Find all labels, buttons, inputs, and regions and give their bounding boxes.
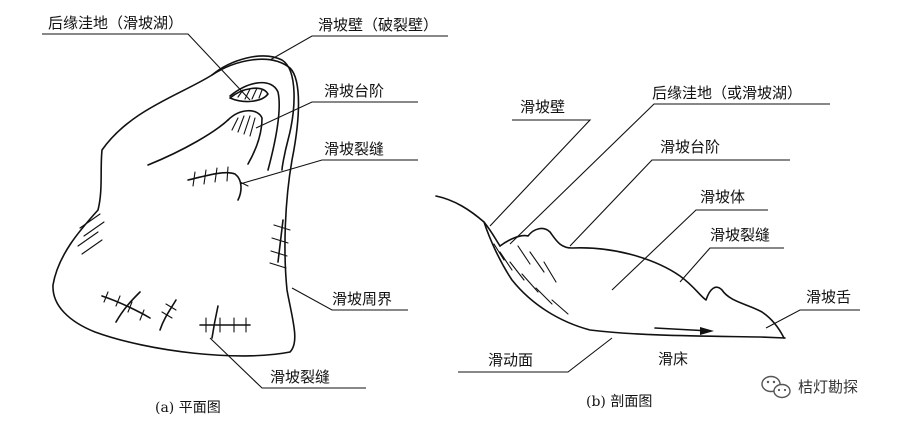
plan-inner-scarp bbox=[229, 81, 281, 171]
label-plan-boundary: 滑坡周界 bbox=[332, 290, 392, 308]
label-plan-crack-upper: 滑坡裂缝 bbox=[324, 140, 384, 158]
label-section-terrace: 滑坡台阶 bbox=[660, 138, 720, 156]
leader-section-tongue bbox=[765, 309, 860, 329]
plan-lower-cracks bbox=[101, 291, 251, 339]
label-section-rear-depression: 后缘洼地（或滑坡湖） bbox=[652, 84, 802, 102]
plan-upper-crack bbox=[187, 166, 249, 201]
section-slide-arrow bbox=[654, 327, 714, 335]
leader-plan-terrace bbox=[255, 101, 418, 129]
leader-plan-crack-lower bbox=[209, 337, 366, 389]
caption-section-view: (b) 剖面图 bbox=[586, 394, 652, 410]
plan-left-cracks bbox=[77, 213, 105, 255]
section-ground-and-slip-surface bbox=[435, 195, 786, 339]
label-plan-terrace: 滑坡台阶 bbox=[324, 82, 384, 100]
label-section-slip-surface: 滑动面 bbox=[488, 351, 533, 369]
label-section-crack: 滑坡裂缝 bbox=[710, 226, 770, 244]
plan-view: 后缘洼地（滑坡湖） 滑坡壁（破裂壁） 滑坡台阶 滑坡裂缝 滑坡周界 滑坡裂缝 (… bbox=[42, 14, 448, 416]
leader-section-slip-surface bbox=[458, 337, 613, 373]
watermark-text: 桔灯勘探 bbox=[798, 378, 858, 396]
leader-section-body bbox=[611, 209, 768, 291]
caption-plan-view: (a) 平面图 bbox=[155, 400, 221, 416]
section-scarp-face bbox=[483, 221, 501, 247]
label-section-scarp: 滑坡壁 bbox=[520, 98, 565, 116]
label-section-tongue: 滑坡舌 bbox=[806, 288, 851, 306]
section-view: 滑坡壁 后缘洼地（或滑坡湖） 滑坡台阶 滑坡体 滑坡裂缝 滑坡舌 滑动面 滑床 … bbox=[435, 84, 860, 410]
leader-section-crack bbox=[679, 247, 784, 283]
wechat-icon bbox=[761, 375, 791, 399]
leader-section-terrace bbox=[569, 159, 790, 247]
plan-terrace bbox=[147, 109, 263, 166]
leader-section-rear-depression bbox=[509, 103, 830, 245]
label-plan-scarp: 滑坡壁（破裂壁） bbox=[318, 16, 438, 34]
label-section-body: 滑坡体 bbox=[700, 188, 745, 206]
plan-scarp-arc bbox=[211, 55, 295, 171]
label-plan-crack-lower: 滑坡裂缝 bbox=[270, 368, 330, 386]
leader-plan-boundary bbox=[291, 287, 408, 311]
section-slide-body bbox=[499, 227, 785, 339]
plan-right-cracks bbox=[269, 219, 291, 269]
leader-plan-crack-upper bbox=[239, 159, 418, 185]
leader-plan-rear-depression bbox=[42, 33, 251, 101]
plan-landslide-boundary bbox=[52, 58, 300, 357]
label-plan-rear-depression: 后缘洼地（滑坡湖） bbox=[48, 14, 183, 32]
watermark: 桔灯勘探 bbox=[761, 375, 858, 399]
leader-section-scarp bbox=[489, 119, 592, 227]
section-hatching bbox=[493, 243, 569, 315]
label-section-bed: 滑床 bbox=[658, 350, 688, 368]
leader-plan-scarp bbox=[269, 35, 448, 61]
